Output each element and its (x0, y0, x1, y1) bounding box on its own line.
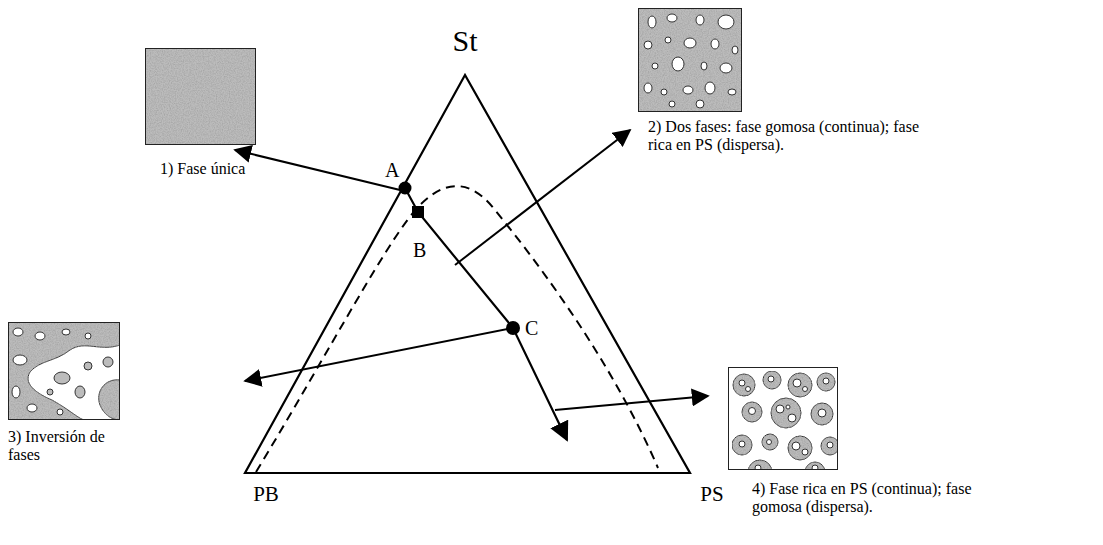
morphology-box: 1) Fase única (145, 48, 256, 145)
ternary-triangle (245, 75, 690, 473)
morphology-caption: 1) Fase única (160, 160, 360, 178)
point-a (399, 182, 412, 195)
pointer-arrow (245, 328, 513, 381)
morphology-inset (145, 48, 256, 145)
point-label: A (385, 160, 399, 180)
pointer-arrow (555, 396, 708, 410)
point-label: B (413, 240, 426, 260)
morphology-caption: 2) Dos fases: fase gomosa (continua); fa… (648, 118, 920, 154)
pointer-arrow (455, 130, 630, 265)
morphology-caption: 3) Inversión de fases (8, 428, 126, 464)
morphology-caption: 4) Fase rica en PS (continua); fase gomo… (752, 480, 977, 516)
point-label: C (525, 318, 538, 338)
morphology-inset (8, 322, 120, 420)
reaction-path (405, 188, 567, 440)
binodal-curve (256, 186, 658, 472)
vertex-label: PB (253, 484, 279, 505)
morphology-inset (638, 8, 742, 112)
morphology-inset (728, 367, 838, 470)
morphology-box: 4) Fase rica en PS (continua); fase gomo… (728, 367, 838, 470)
vertex-label: St (452, 26, 477, 56)
morphology-box: 3) Inversión de fases (8, 322, 120, 420)
point-b (412, 206, 424, 218)
pointer-arrow (235, 150, 400, 190)
morphology-box: 2) Dos fases: fase gomosa (continua); fa… (638, 8, 742, 112)
vertex-label: PS (700, 484, 723, 505)
